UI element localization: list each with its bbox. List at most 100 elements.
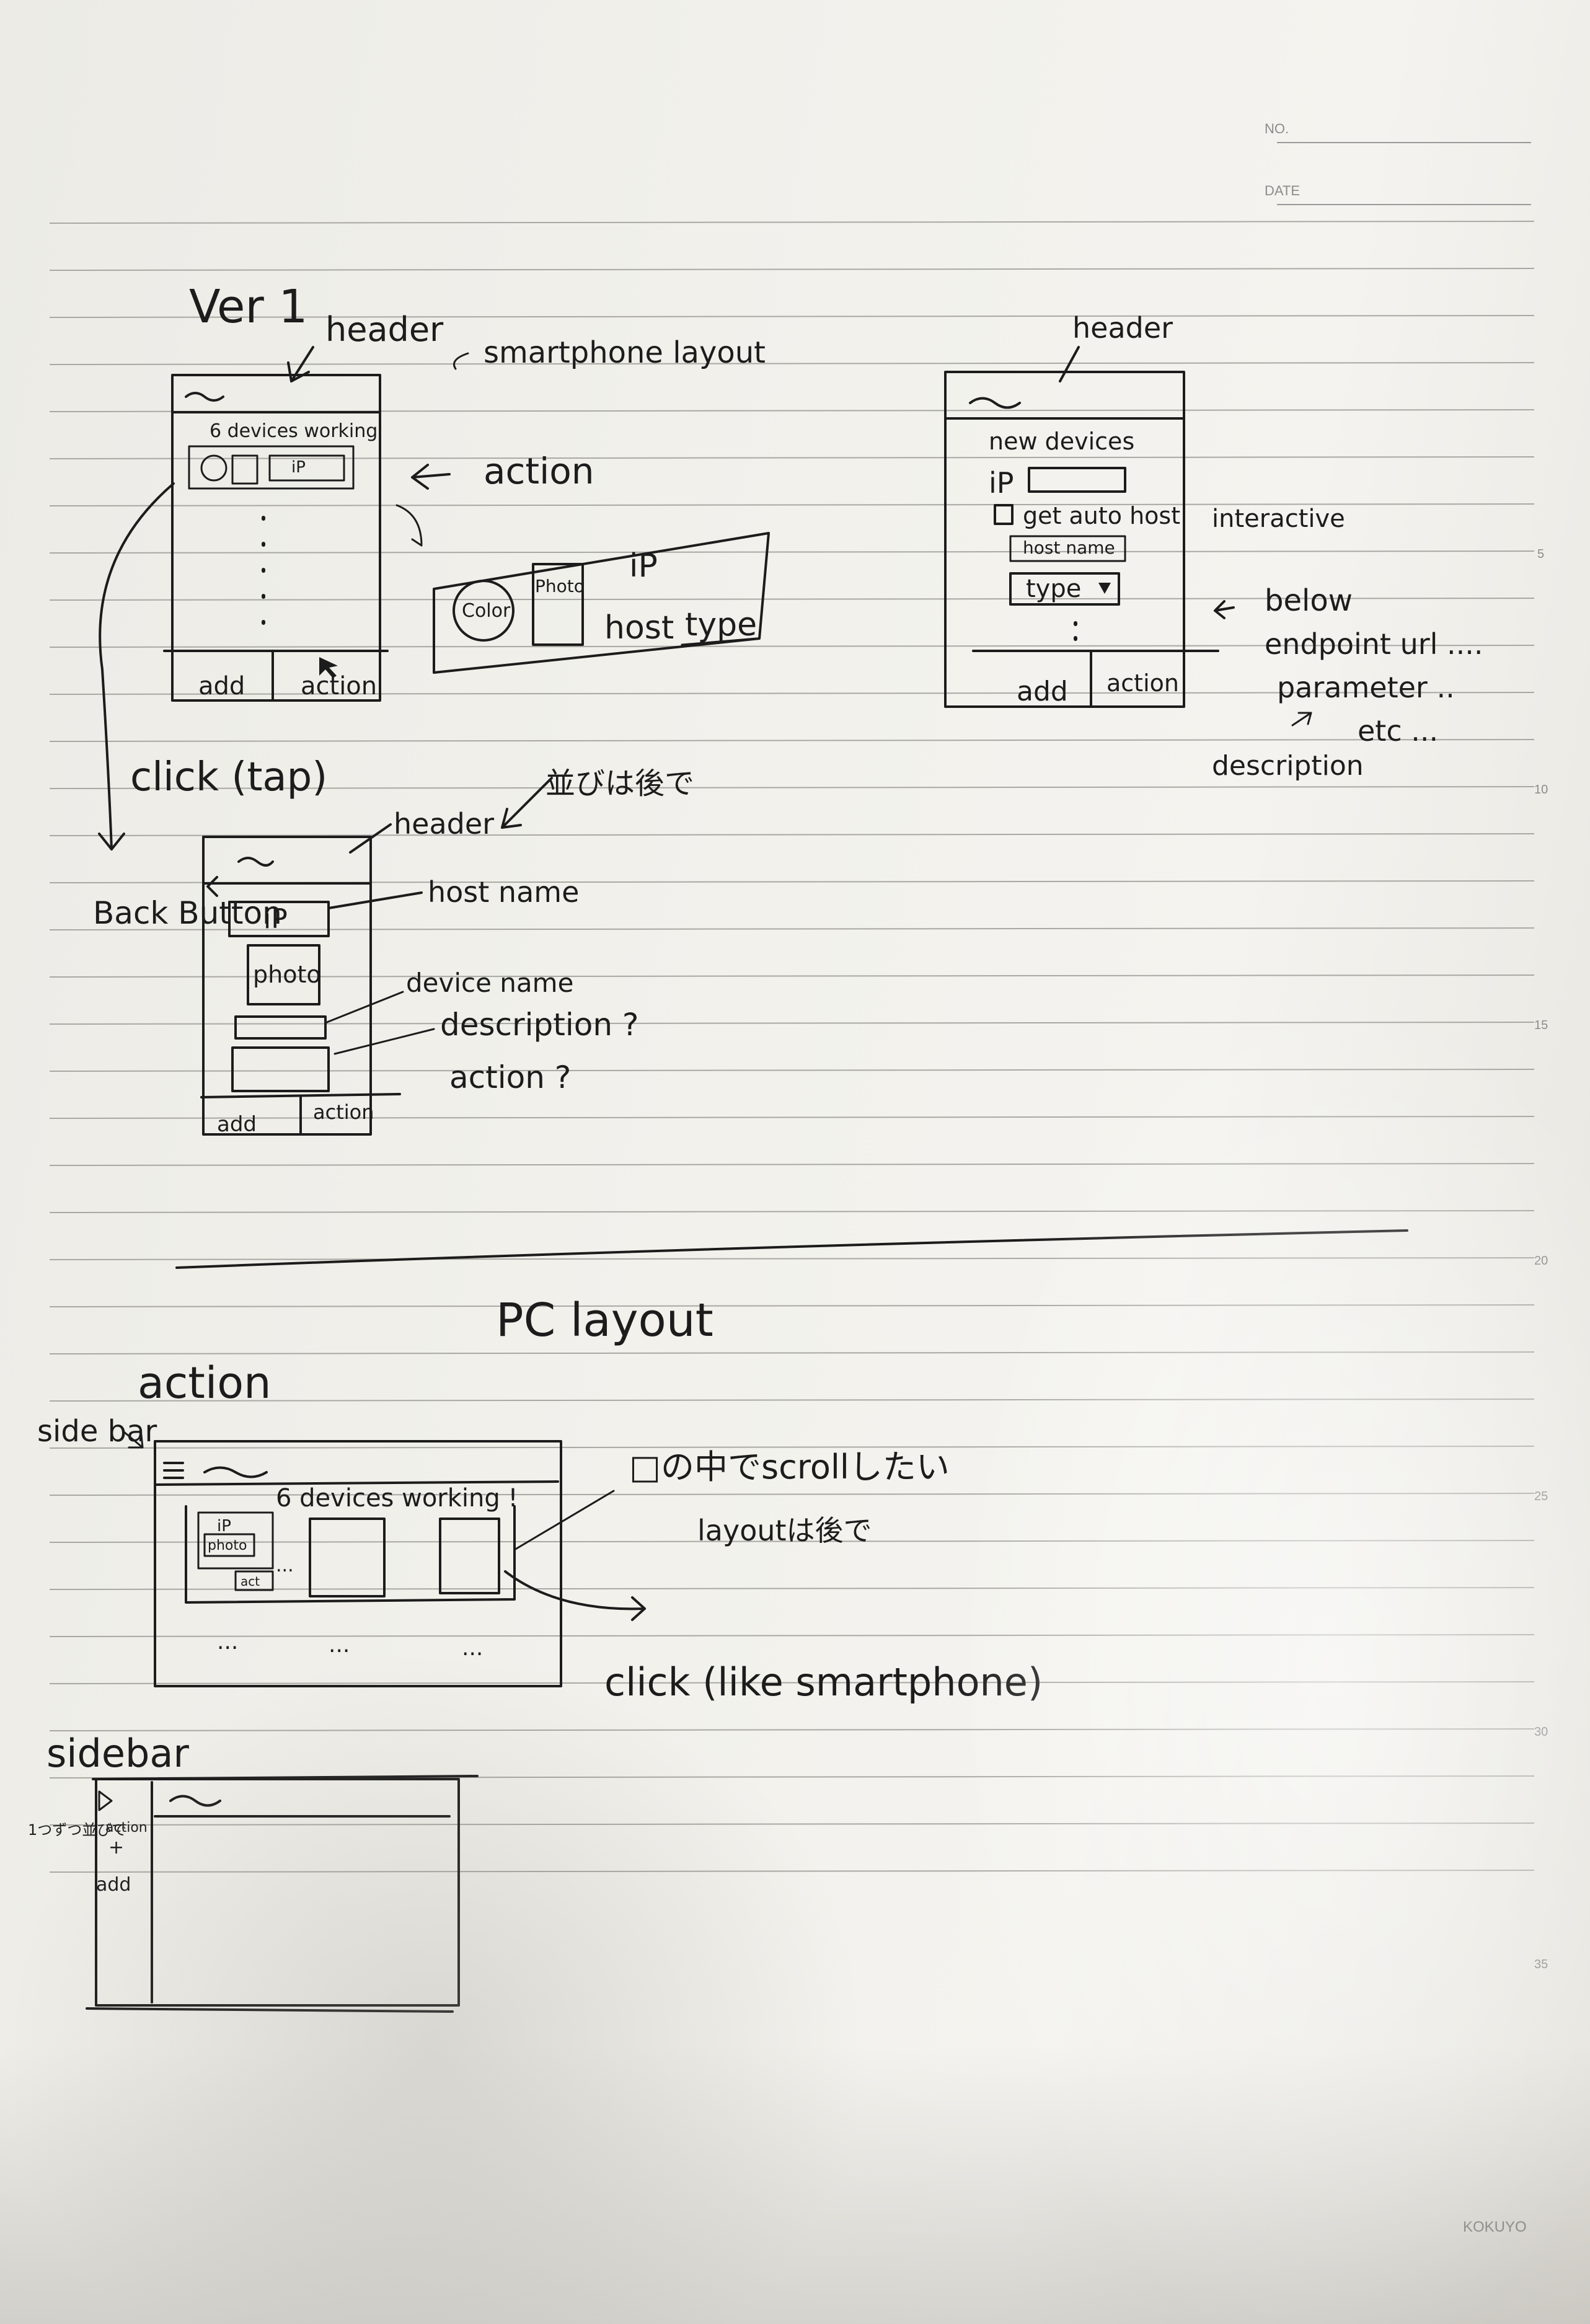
detail-footer-add[interactable]: add bbox=[217, 1112, 257, 1137]
ver1-sketch: Ver 1 header smartphone layout 6 devices… bbox=[163, 280, 770, 702]
action-q-note: action ? bbox=[449, 1059, 571, 1095]
ver1-device-row[interactable] bbox=[188, 445, 355, 490]
ruled-line bbox=[49, 1304, 1535, 1307]
new-devices-title: new devices bbox=[989, 428, 1134, 455]
detail-description-box bbox=[231, 1046, 330, 1092]
card-color-label: Color bbox=[462, 600, 511, 622]
ver1-footer-action[interactable]: action bbox=[301, 672, 377, 700]
description-q-note: description ? bbox=[440, 1007, 638, 1043]
margin-number-15: 15 bbox=[1534, 1018, 1548, 1032]
ruled-line bbox=[49, 221, 1535, 224]
pc-action-label: action bbox=[138, 1358, 271, 1408]
detail-device-name-box bbox=[234, 1015, 327, 1040]
back-button-label: Back Button bbox=[93, 895, 282, 931]
ver1-title: Ver 1 bbox=[189, 280, 307, 334]
auto-host-checkbox[interactable] bbox=[994, 504, 1014, 525]
description-note: description bbox=[1212, 750, 1364, 782]
chevron-down-icon bbox=[1098, 583, 1111, 594]
click-tap-label: click (tap) bbox=[130, 754, 327, 800]
ruled-line bbox=[49, 268, 1535, 271]
pc-dots-3: ... bbox=[329, 1632, 350, 1658]
ruled-line bbox=[49, 1069, 1535, 1072]
ruled-line bbox=[49, 1634, 1535, 1637]
detail-ip-label: iP bbox=[263, 903, 288, 935]
back-arrow-icon[interactable] bbox=[206, 876, 218, 897]
smartphone-label: smartphone layout bbox=[484, 335, 766, 370]
ruled-line bbox=[49, 1116, 1535, 1119]
ruled-line bbox=[49, 1163, 1535, 1166]
ruled-line bbox=[49, 1351, 1535, 1354]
device-name-note: device name bbox=[406, 968, 573, 998]
margin-number-5: 5 bbox=[1537, 547, 1544, 561]
pc-dots-1: ... bbox=[276, 1555, 294, 1576]
card-photo-label: Photo bbox=[535, 576, 585, 596]
margin-number-25: 25 bbox=[1534, 1490, 1548, 1503]
pc-sketch: PC layout action side bar 6 devices work… bbox=[28, 1294, 1043, 2013]
layout-later-note: layoutは後で bbox=[697, 1514, 872, 1547]
pc-device-card-2[interactable] bbox=[309, 1518, 386, 1597]
pc-mini-act: act bbox=[241, 1574, 260, 1589]
side-note: 1つずつ並びで bbox=[28, 1821, 126, 1839]
etc-note: etc ... bbox=[1358, 714, 1438, 748]
ruled-line bbox=[49, 1022, 1535, 1025]
type-select-label: type bbox=[1026, 575, 1081, 603]
ruled-line bbox=[49, 550, 1535, 554]
section-divider bbox=[175, 1229, 1408, 1269]
card-host-label: host bbox=[604, 609, 674, 647]
ver1-devices-working: 6 devices working bbox=[210, 420, 378, 442]
auto-host-label: get auto host bbox=[1023, 502, 1180, 529]
detail-photo-label: photo bbox=[253, 961, 321, 988]
ruled-line bbox=[49, 456, 1535, 459]
plus-icon[interactable]: + bbox=[108, 1837, 124, 1858]
scroll-note: □の中でscrollしたい bbox=[629, 1447, 950, 1487]
margin-number-35: 35 bbox=[1534, 1958, 1548, 1971]
pc-device-card-3[interactable] bbox=[439, 1518, 500, 1594]
add-footer-action[interactable]: action bbox=[1106, 669, 1179, 697]
add-screen-sketch: header new devices iP get auto host inte… bbox=[944, 311, 1483, 782]
brand-label: KOKUYO bbox=[1463, 2219, 1527, 2235]
action-arrow bbox=[411, 464, 451, 490]
ver1-header-squiggle bbox=[185, 392, 224, 402]
ruled-line bbox=[49, 1728, 1535, 1731]
ruled-line bbox=[49, 362, 1535, 365]
hamburger-menu-icon[interactable] bbox=[163, 1462, 184, 1479]
ruled-line bbox=[49, 1398, 1535, 1402]
host-name-placeholder: host name bbox=[1023, 537, 1115, 558]
order-later-note: 並びは後で bbox=[545, 766, 694, 801]
add-ip-label: iP bbox=[989, 466, 1014, 500]
ver1-header-label: header bbox=[325, 310, 444, 349]
ver1-info-box bbox=[268, 454, 345, 482]
ruled-line bbox=[49, 1870, 1535, 1873]
endpoint-note: endpoint url .... bbox=[1265, 627, 1483, 661]
sidebar-action-icon[interactable] bbox=[98, 1790, 113, 1811]
ruled-line bbox=[49, 833, 1535, 836]
ver1-mini-ip: iP bbox=[291, 458, 306, 477]
add-ip-input[interactable] bbox=[1028, 467, 1126, 493]
pc-mini-photo: photo bbox=[208, 1538, 247, 1553]
card-type-label: type bbox=[685, 606, 757, 643]
add-header-label: header bbox=[1072, 311, 1173, 345]
ver1-action-label: action bbox=[484, 450, 594, 492]
margin-number-30: 30 bbox=[1534, 1725, 1548, 1739]
margin-number-10: 10 bbox=[1534, 783, 1548, 797]
ver1-photo-thumb bbox=[231, 454, 258, 485]
detail-header-label: header bbox=[394, 807, 494, 841]
ver1-footer-add[interactable]: add bbox=[198, 672, 245, 700]
ruled-line bbox=[49, 1493, 1535, 1496]
ruled-line bbox=[49, 1823, 1535, 1826]
add-footer-add[interactable]: add bbox=[1017, 676, 1068, 707]
pc-devices-working: 6 devices working ! bbox=[276, 1484, 518, 1513]
pc-dots-4: ... bbox=[462, 1635, 483, 1661]
host-name-note: host name bbox=[428, 875, 579, 909]
ruled-line bbox=[49, 1257, 1535, 1260]
detail-sketch: click (tap) 並びは後で header Back Button iP … bbox=[93, 482, 694, 1137]
card-ip-label: iP bbox=[629, 547, 658, 585]
pc-sidebar-window bbox=[95, 1778, 460, 2007]
parameter-note: parameter .. bbox=[1277, 671, 1455, 704]
pc-mini-ip: iP bbox=[217, 1517, 231, 1535]
margin-number-20: 20 bbox=[1534, 1254, 1548, 1268]
detail-footer-action[interactable]: action bbox=[313, 1100, 374, 1124]
ruled-line bbox=[49, 1210, 1535, 1213]
sidebar-add-label[interactable]: add bbox=[96, 1874, 131, 1896]
